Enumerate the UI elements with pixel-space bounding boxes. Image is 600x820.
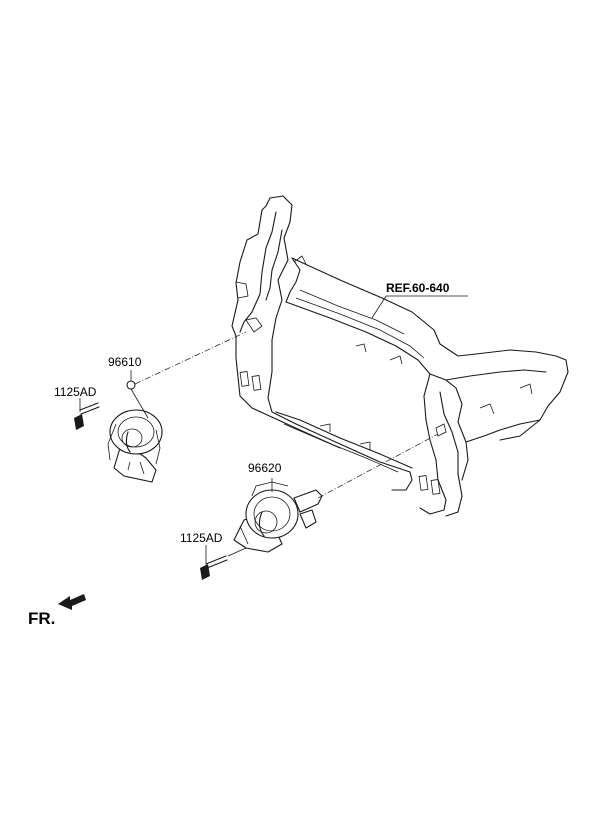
- ref-label: REF.60-640: [386, 281, 450, 295]
- horn-high-96610: [107, 409, 163, 483]
- leader-bolt-lower-to-horn: [227, 547, 247, 557]
- bolt-upper: [74, 402, 100, 430]
- bolt-lower-label: 1125AD: [180, 531, 223, 545]
- washer-upper: [126, 380, 136, 390]
- bolt-lower: [200, 555, 228, 580]
- center-line-lower: [317, 433, 439, 499]
- bolt-upper-label: 1125AD: [54, 385, 97, 399]
- horn-high-label: 96610: [108, 355, 142, 369]
- front-end-module-carrier: [231, 195, 569, 517]
- center-line-upper: [134, 331, 247, 385]
- leader-horn-high: [130, 388, 149, 419]
- ref-leader: [371, 295, 468, 319]
- arrow-left-icon: [58, 594, 86, 610]
- horn-low-96620: [233, 481, 323, 553]
- front-label: FR.: [28, 609, 55, 628]
- horn-low-label: 96620: [248, 461, 282, 475]
